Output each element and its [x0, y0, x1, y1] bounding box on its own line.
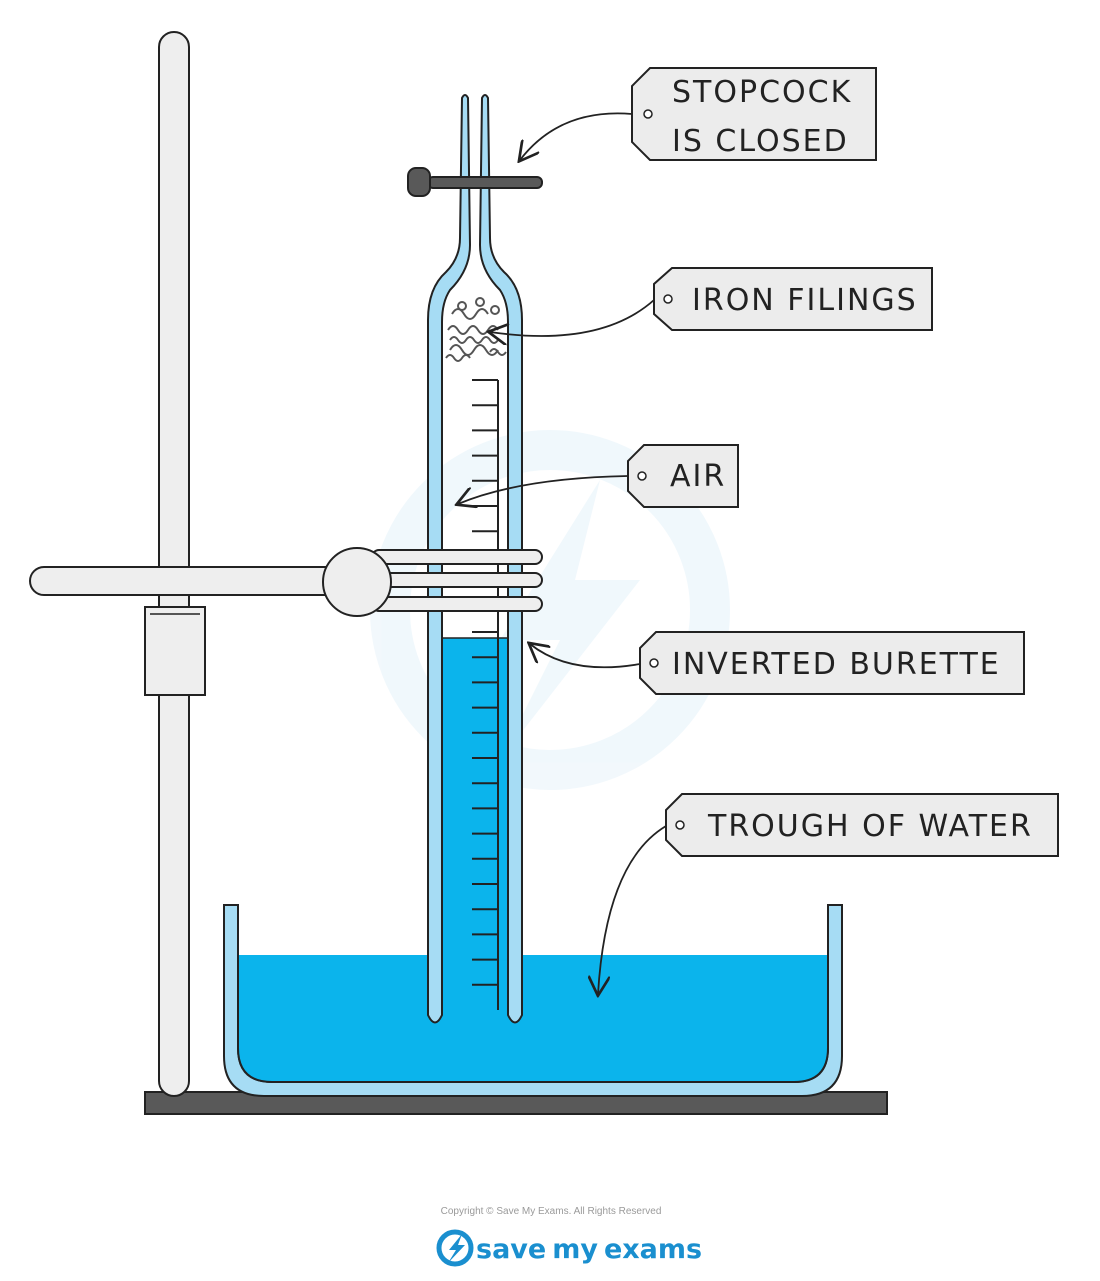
label-trough-text: TROUGH OF WATER	[707, 809, 1033, 844]
label-trough: TROUGH OF WATER	[665, 793, 1059, 857]
label-iron-filings: IRON FILINGS	[653, 267, 933, 331]
arrow-inverted-burette	[530, 644, 641, 669]
arrow-iron-filings	[490, 299, 655, 336]
label-stopcock-line1: STOPCOCK	[672, 75, 852, 110]
brand-my: my	[552, 1234, 598, 1265]
trough	[223, 904, 843, 1097]
brand-exams: exams	[604, 1234, 702, 1265]
lightning-icon	[436, 1229, 474, 1267]
arrow-trough	[598, 825, 667, 994]
label-stopcock: STOPCOCK IS CLOSED	[631, 67, 877, 161]
trough-water	[238, 955, 828, 1082]
stopcock	[407, 167, 543, 197]
copyright-text: Copyright © Save My Exams. All Rights Re…	[441, 1206, 662, 1217]
stand-pole	[158, 31, 190, 1097]
boss-head	[144, 606, 206, 696]
brand-save: save	[476, 1234, 546, 1265]
arrow-air	[458, 475, 629, 504]
label-iron-filings-text: IRON FILINGS	[692, 283, 918, 318]
arrow-stopcock	[520, 112, 633, 160]
burette-water	[443, 638, 507, 1018]
label-stopcock-line2: IS CLOSED	[672, 124, 849, 159]
label-air-text: AIR	[670, 459, 726, 494]
label-inverted-burette-text: INVERTED BURETTE	[672, 647, 1001, 682]
label-air: AIR	[627, 444, 739, 508]
iron-filings	[445, 297, 507, 362]
clamp	[29, 547, 543, 617]
label-inverted-burette: INVERTED BURETTE	[639, 631, 1025, 695]
